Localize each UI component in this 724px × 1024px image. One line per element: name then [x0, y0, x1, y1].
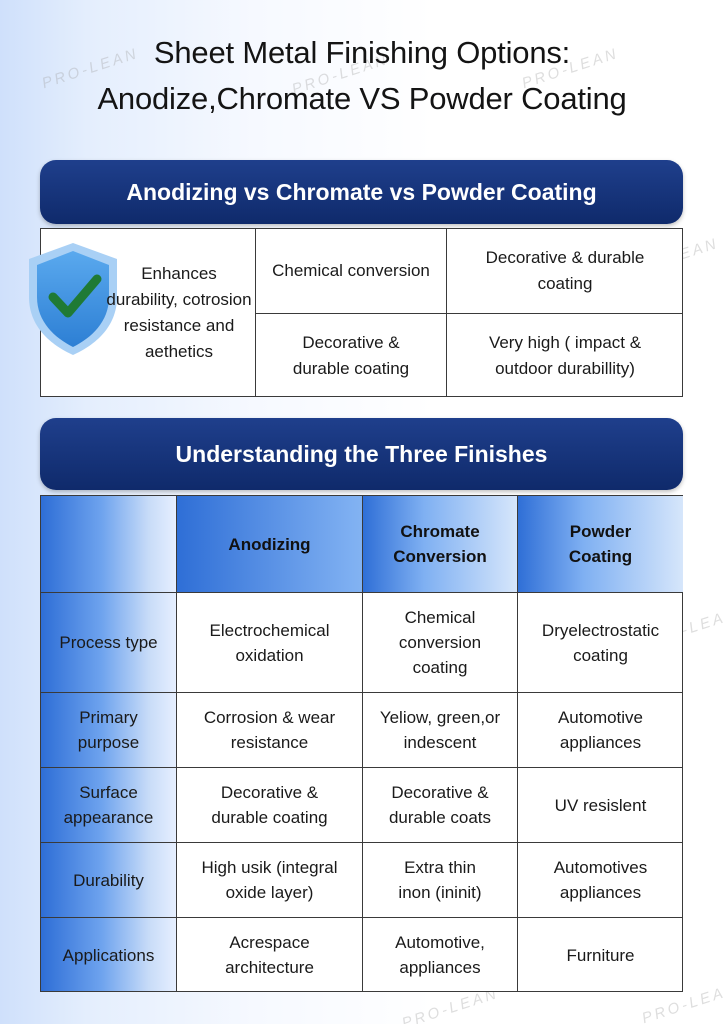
table-cell: Automotive, appliances: [395, 933, 485, 977]
table-row-label: Durability: [73, 870, 144, 890]
table-header-powder: Powder Coating: [568, 522, 633, 566]
page-title-line1: Sheet Metal Finishing Options:: [153, 35, 571, 70]
table-cell: Automotives appliances: [553, 858, 648, 902]
table-cell: Acrespace architecture: [225, 933, 314, 977]
table-cell: Chemical conversion coating: [398, 608, 482, 677]
table-row-label: Process type: [59, 633, 158, 652]
table-cell: High usik (integral oxide layer): [201, 858, 338, 902]
table-cell: Electrochemical oxidation: [209, 620, 330, 665]
table-header-anodizing: Anodizing: [228, 534, 311, 554]
table-row-label: Surface appearance: [63, 783, 154, 827]
summary-r2c1: Decorative & durable coating: [292, 333, 410, 378]
summary-r1c2: Decorative & durable coating: [485, 248, 645, 293]
section-banner-comparison: Anodizing vs Chromate vs Powder Coating: [40, 160, 683, 224]
finishes-table: Anodizing Chromate Conversion Powder Coa…: [40, 495, 683, 992]
summary-left-text: Enhances durability, cotrosion resistanc…: [106, 264, 252, 361]
table-cell: Corrosion & wear resistance: [203, 708, 336, 752]
table-cell: Decorative & durable coating: [211, 783, 328, 827]
table-cell: Automotive appliances: [557, 708, 644, 752]
shield-check-icon: [29, 243, 117, 355]
page-title-line2: Anodize,Chromate VS Powder Coating: [97, 81, 627, 116]
table-cell: Decorative & durable coats: [388, 783, 492, 827]
table-cell: UV resislent: [554, 795, 647, 815]
summary-box: Enhances durability, cotrosion resistanc…: [29, 228, 683, 397]
table-row-label: Applications: [62, 945, 155, 965]
page-title: Sheet Metal Finishing Options: Anodize,C…: [0, 30, 724, 122]
table-cell: Dryelectrostatic coating: [541, 620, 660, 665]
table-cell: Furniture: [566, 945, 635, 965]
table-cell: Extra thin inon (ininit): [398, 858, 482, 902]
summary-r1c1: Chemical conversion: [272, 261, 430, 280]
table-header-chromate: Chromate Conversion: [393, 522, 487, 566]
table-row-label: Primary purpose: [77, 708, 140, 752]
table-cell: Yeliow, green,or indescent: [379, 708, 501, 752]
section-banner-finishes: Understanding the Three Finishes: [40, 418, 683, 490]
summary-r2c2: Very high ( impact & outdoor durabillity…: [488, 333, 642, 378]
